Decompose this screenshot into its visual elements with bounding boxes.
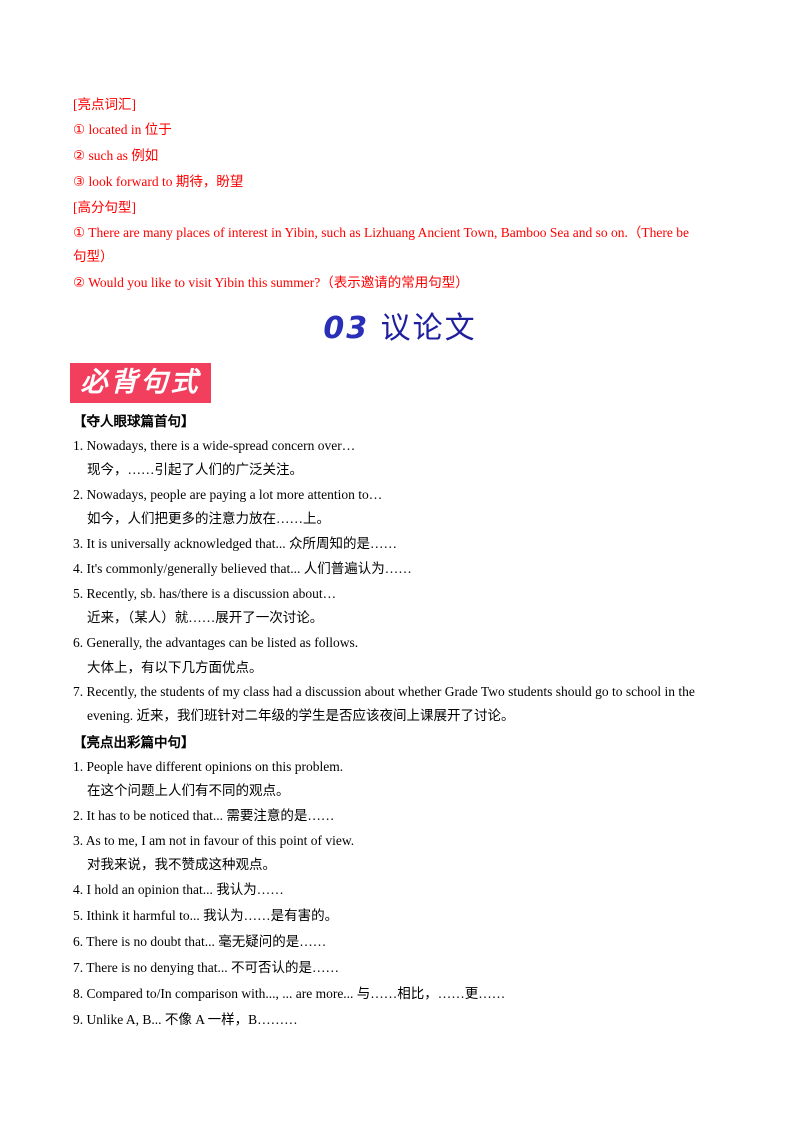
- sentence-line: 4. I hold an opinion that... 我认为……: [73, 882, 284, 897]
- sentence-line: 1. People have different opinions on thi…: [73, 759, 344, 774]
- translation-line: evening. 近来，我们班针对二年级的学生是否应该夜间上课展开了讨论。: [87, 708, 515, 723]
- section-banner: 必背句式: [70, 363, 211, 403]
- vocab-item: ③ look forward to 期待，盼望: [73, 174, 244, 189]
- translation-line: 现今，……引起了人们的广泛关注。: [87, 462, 303, 477]
- sentence-line: 7. Recently, the students of my class ha…: [73, 684, 695, 699]
- translation-line: 对我来说，我不赞成这种观点。: [87, 857, 276, 872]
- section-number: 03: [323, 311, 370, 346]
- pattern-item: ① There are many places of interest in Y…: [73, 225, 689, 240]
- translation-line: 近来，（某人）就……展开了一次讨论。: [87, 610, 324, 625]
- sentence-line: 3. As to me, I am not in favour of this …: [73, 833, 355, 848]
- section-title: 议论文: [380, 311, 477, 346]
- translation-line: 大体上，有以下几方面优点。: [87, 660, 263, 675]
- sentence-line: 6. There is no doubt that... 毫无疑问的是……: [73, 934, 327, 949]
- pattern-item: ② Would you like to visit Yibin this sum…: [73, 275, 469, 290]
- middle-title: 【亮点出彩篇中句】: [73, 735, 195, 750]
- sentence-line: 4. It's commonly/generally believed that…: [73, 561, 412, 576]
- pattern-item-continued: 句型）: [73, 249, 114, 264]
- patterns-title: [高分句型]: [73, 200, 136, 215]
- section-heading: 03 议论文: [0, 309, 800, 349]
- vocab-item: ① located in 位于: [73, 122, 172, 137]
- sentence-line: 5. Recently, sb. has/there is a discussi…: [73, 586, 337, 601]
- vocab-title: [亮点词汇]: [73, 97, 136, 112]
- translation-line: 在这个问题上人们有不同的观点。: [87, 783, 290, 798]
- sentence-line: 7. There is no denying that... 不可否认的是……: [73, 960, 339, 975]
- sentence-line: 1. Nowadays, there is a wide-spread conc…: [73, 438, 356, 453]
- sentence-line: 9. Unlike A, B... 不像 A 一样，B………: [73, 1012, 298, 1027]
- sentence-line: 2. Nowadays, people are paying a lot mor…: [73, 487, 383, 502]
- sentence-line: 8. Compared to/In comparison with..., ..…: [73, 986, 506, 1001]
- opening-title: 【夺人眼球篇首句】: [73, 414, 195, 429]
- sentence-line: 6. Generally, the advantages can be list…: [73, 635, 359, 650]
- sentence-line: 5. Ithink it harmful to... 我认为……是有害的。: [73, 908, 339, 923]
- translation-line: 如今，人们把更多的注意力放在……上。: [87, 511, 330, 526]
- vocab-item: ② such as 例如: [73, 148, 159, 163]
- sentence-line: 3. It is universally acknowledged that..…: [73, 536, 397, 551]
- sentence-line: 2. It has to be noticed that... 需要注意的是……: [73, 808, 335, 823]
